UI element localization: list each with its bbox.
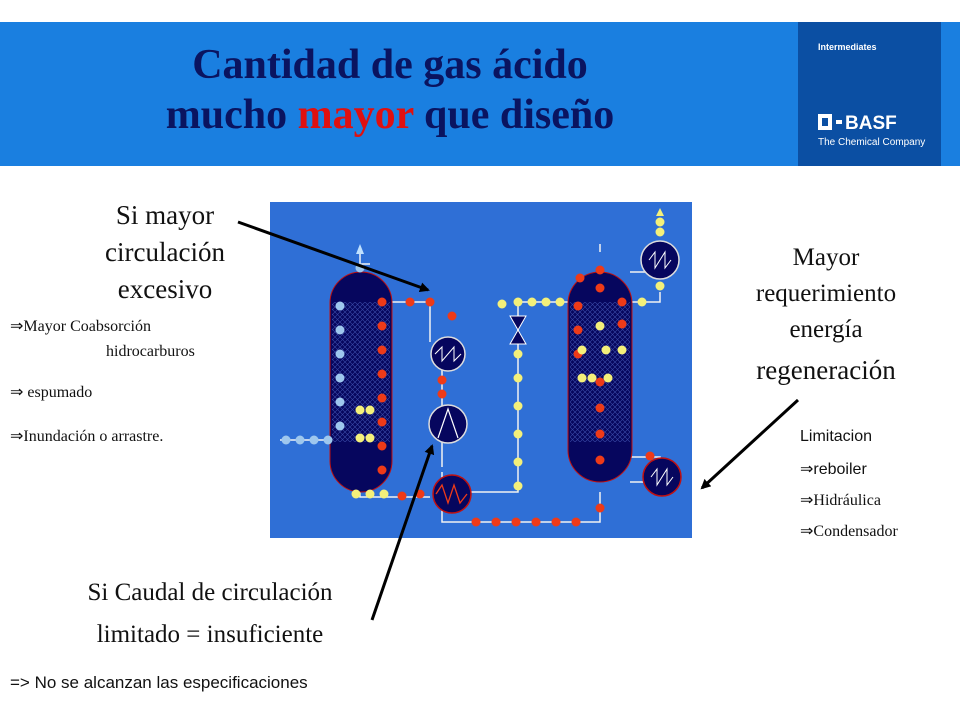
left-annotation: Si mayor circulación excesivo <box>60 197 270 308</box>
left-bullet-2-text: espumado <box>27 384 93 401</box>
right-annotation-line-2: requerimiento <box>755 280 897 307</box>
arrow-to-reboiler <box>700 398 800 490</box>
implies-icon: ⇒ <box>800 461 814 478</box>
limitation-heading: Limitacion <box>800 428 873 445</box>
implies-icon: ⇒ <box>10 428 24 445</box>
bottom-annotation-line-1: Si Caudal de circulación <box>87 579 333 606</box>
title-line-2-pre: mucho <box>165 92 298 138</box>
condenser <box>640 240 680 280</box>
implies-icon: ⇒ <box>10 384 24 401</box>
specification-note: => No se alcanzan las especificaciones <box>10 673 308 692</box>
amine-process-diagram <box>270 202 692 538</box>
brand-strip <box>941 22 960 166</box>
stream-dots <box>281 217 665 527</box>
brand-subtitle: The Chemical Company <box>818 137 926 148</box>
implies-icon: ⇒ <box>10 318 24 335</box>
exchanger-lean-cooler <box>430 336 466 372</box>
left-bullet-3-text: Inundación o arrastre. <box>23 428 164 445</box>
left-bullet-2: ⇒ espumado <box>10 383 92 403</box>
left-annotation-line-3: excesivo <box>117 274 213 304</box>
limitation-item-hidraulica-text: Hidráulica <box>813 492 881 509</box>
pump <box>428 404 468 444</box>
limitation-item-reboiler: ⇒reboiler <box>800 459 867 479</box>
title-line-2-post: que diseño <box>413 92 615 138</box>
exchanger-lean-rich <box>432 474 472 514</box>
right-annotation-line-3: energía <box>789 316 863 343</box>
implies-icon: ⇒ <box>800 492 814 509</box>
reboiler <box>642 457 682 497</box>
left-bullet-1-text: Mayor Coabsorción <box>23 318 151 335</box>
limitation-item-reboiler-text: reboiler <box>813 461 867 478</box>
implies-icon: ⇒ <box>800 523 814 540</box>
title-line-1: Cantidad de gas ácido <box>192 42 588 88</box>
left-annotation-line-2: circulación <box>105 237 225 267</box>
basf-logo-text: BASF <box>845 113 897 132</box>
right-annotation-line-4: regeneración <box>756 355 896 385</box>
left-bullet-1-continuation: hidrocarburos <box>106 343 195 360</box>
basf-logo: BASF <box>818 113 897 132</box>
valve <box>509 315 527 345</box>
limitation-item-hidraulica: ⇒Hidráulica <box>800 490 881 510</box>
right-annotation-line-1: Mayor <box>792 244 860 271</box>
left-annotation-line-1: Si mayor <box>115 200 215 230</box>
left-bullet-1: ⇒Mayor Coabsorción <box>10 317 151 337</box>
left-bullet-3: ⇒Inundación o arrastre. <box>10 427 163 447</box>
brand-panel <box>798 22 941 166</box>
brand-division: Intermediates <box>818 42 877 52</box>
limitation-item-condensador-text: Condensador <box>813 523 898 540</box>
right-annotation: Mayor requerimiento energía regeneración <box>706 240 946 388</box>
title-line-2: mucho mayor que diseño <box>40 90 740 140</box>
vent-condenser <box>656 208 664 216</box>
title-highlight: mayor <box>297 92 414 138</box>
bottom-annotation: Si Caudal de circulación limitado = insu… <box>30 572 390 656</box>
bottom-annotation-line-2: limitado = insuficiente <box>96 621 324 648</box>
slide-title: Cantidad de gas ácido mucho mayor que di… <box>40 40 740 140</box>
limitation-item-condensador: ⇒Condensador <box>800 521 898 541</box>
